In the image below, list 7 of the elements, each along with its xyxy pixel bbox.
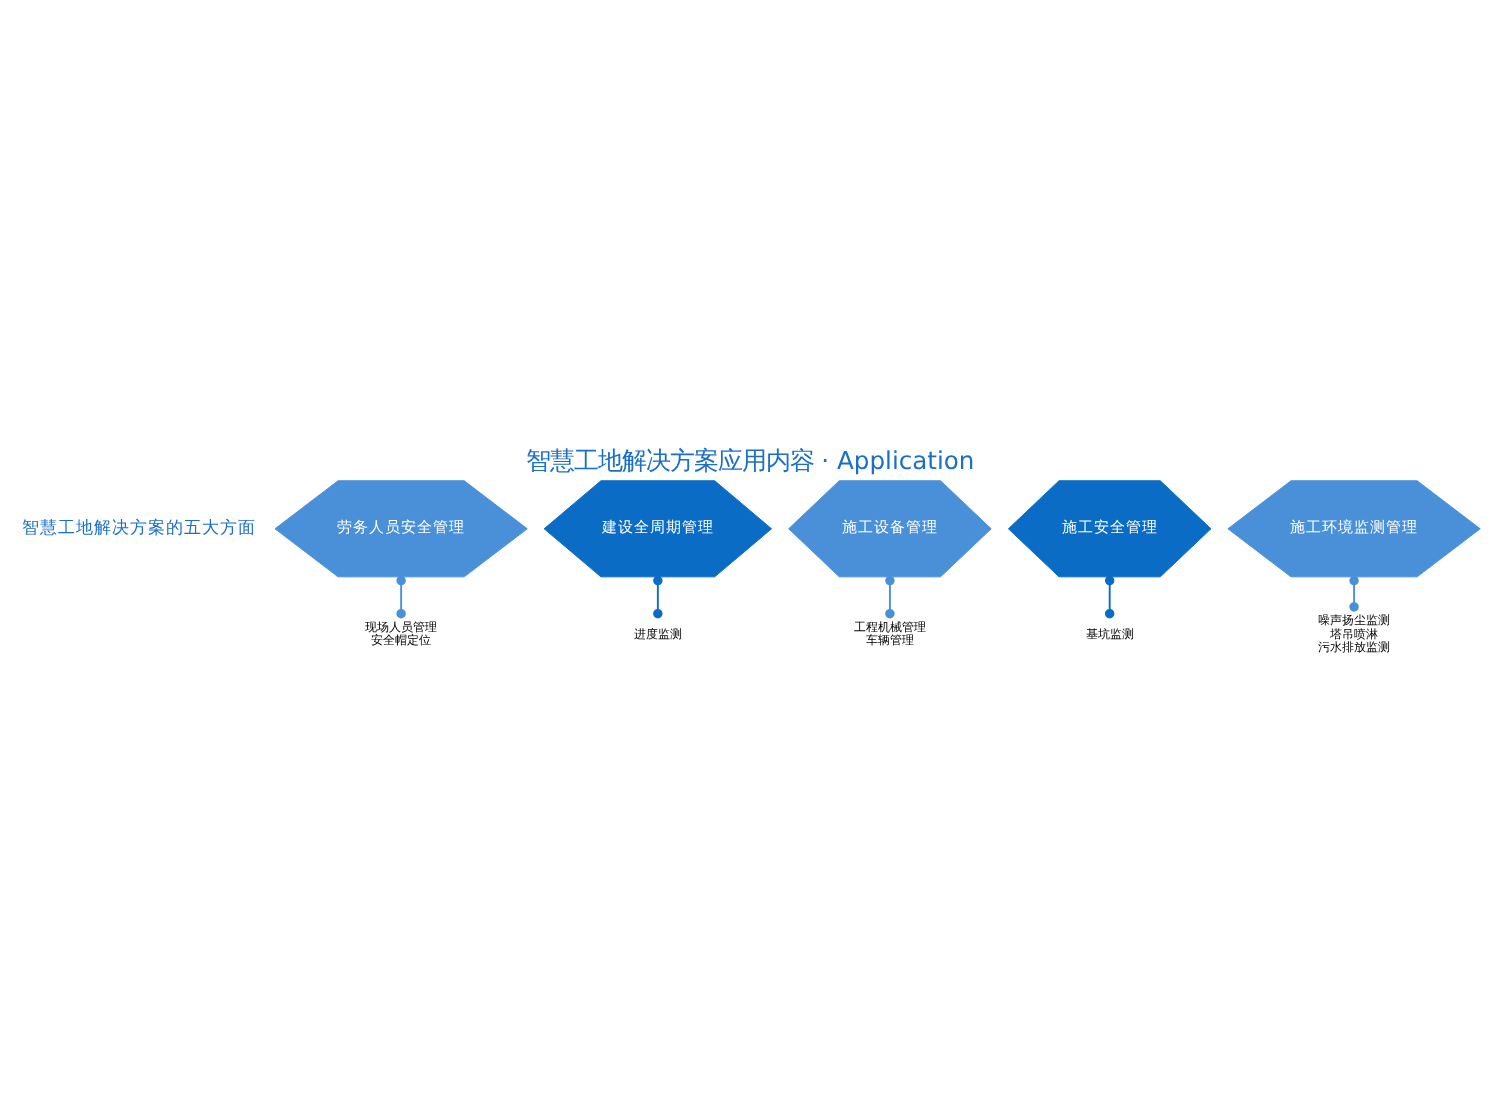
connector <box>653 575 663 619</box>
connector <box>1104 575 1115 619</box>
connector <box>1349 575 1359 612</box>
connector <box>396 575 406 619</box>
label: 智慧工地解决方案的五大方面 <box>21 518 256 539</box>
diagram-title: 智慧工地解决方案应用内容 · Application <box>525 447 975 476</box>
connector <box>885 575 895 619</box>
